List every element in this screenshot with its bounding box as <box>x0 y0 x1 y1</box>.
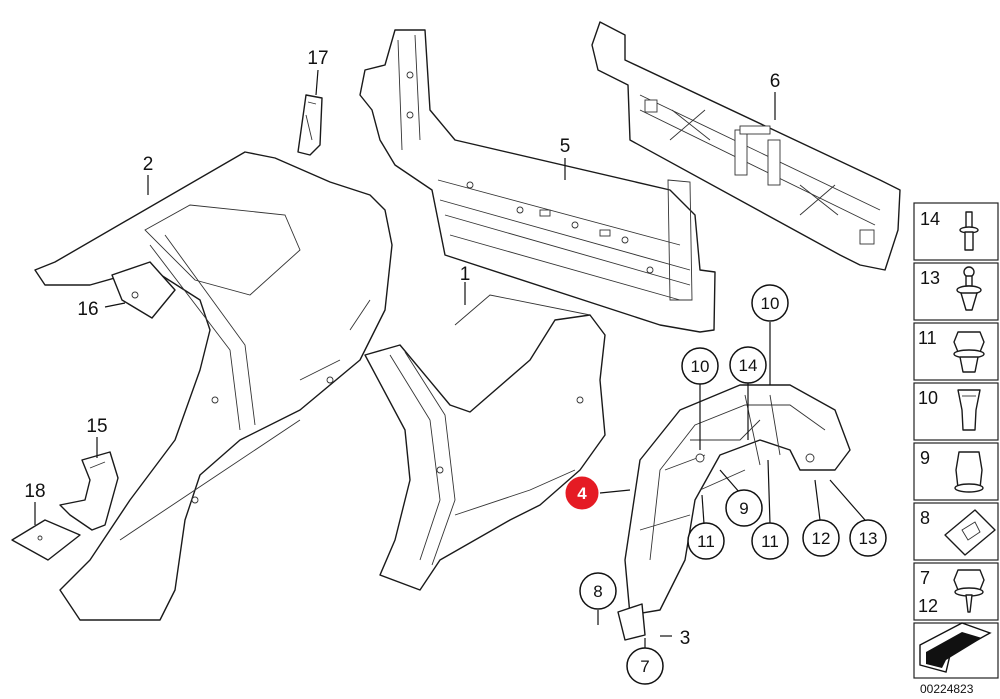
callout-8: 8 <box>579 572 617 610</box>
legend-item-10: 10 <box>913 382 999 441</box>
speed-nut-icon <box>944 509 996 556</box>
part-6-rear-panel <box>591 21 901 271</box>
svg-text:12: 12 <box>812 529 831 548</box>
label-6: 6 <box>770 71 781 92</box>
svg-text:10: 10 <box>691 357 710 376</box>
label-1: 1 <box>460 264 471 285</box>
callout-10b: 10 <box>681 347 719 385</box>
callout-14: 14 <box>729 346 767 384</box>
svg-text:10: 10 <box>761 294 780 313</box>
svg-text:9: 9 <box>739 499 748 518</box>
svg-text:12: 12 <box>918 596 938 616</box>
callouts: 10 10 14 9 11 11 12 13 <box>579 284 887 685</box>
svg-text:13: 13 <box>859 529 878 548</box>
direction-arrow-icon <box>919 622 992 673</box>
callout-10a: 10 <box>751 284 789 322</box>
expanding-nut-icon <box>953 331 985 373</box>
callout-11a: 11 <box>687 522 725 560</box>
push-clip-icon <box>956 266 982 311</box>
callout-12: 12 <box>802 519 840 557</box>
svg-text:9: 9 <box>920 448 930 468</box>
legend-item-7-12: 7 12 <box>913 562 999 621</box>
label-15: 15 <box>86 416 107 437</box>
legend-item-9: 9 <box>913 442 999 501</box>
svg-text:11: 11 <box>761 532 779 551</box>
part-2-side-panel <box>34 151 393 621</box>
legend-item-14: 14 <box>913 202 999 261</box>
svg-text:13: 13 <box>920 268 940 288</box>
hex-nut-icon <box>954 451 984 493</box>
label-2: 2 <box>143 154 154 175</box>
callout-9: 9 <box>725 489 763 527</box>
svg-text:8: 8 <box>593 582 602 601</box>
svg-text:8: 8 <box>920 508 930 528</box>
part-4-wheel-arch-liner <box>617 384 851 641</box>
clip-nut-icon <box>957 389 981 431</box>
legend-item-11: 11 <box>913 322 999 381</box>
legend-item-arrow <box>913 622 999 679</box>
svg-text:11: 11 <box>697 532 715 551</box>
part-1-inner-panel <box>364 294 606 591</box>
label-5: 5 <box>560 136 571 157</box>
svg-text:7: 7 <box>920 568 930 588</box>
label-17: 17 <box>307 48 328 69</box>
label-3: 3 <box>680 628 691 649</box>
rivet-icon <box>959 211 979 251</box>
svg-text:4: 4 <box>577 484 587 503</box>
svg-text:14: 14 <box>920 209 940 229</box>
part-labels: 1 2 3 5 6 15 16 17 18 <box>24 48 780 649</box>
part-15-bracket <box>59 451 119 531</box>
fastener-legend: 14 13 11 <box>913 202 999 696</box>
part-17-bracket <box>297 94 323 156</box>
screw-icon <box>953 569 985 613</box>
callout-13: 13 <box>849 519 887 557</box>
figure-id: 00224823 <box>920 682 974 696</box>
part-18-plate <box>11 519 81 561</box>
label-18: 18 <box>24 481 45 502</box>
label-16: 16 <box>77 299 98 320</box>
svg-text:11: 11 <box>918 328 937 348</box>
legend-item-13: 13 <box>913 262 999 321</box>
leader-lines <box>34 69 866 648</box>
part-5-side-member <box>359 29 716 333</box>
svg-text:7: 7 <box>640 657 649 676</box>
part-16-gusset <box>111 261 176 319</box>
callout-11b: 11 <box>751 522 789 560</box>
svg-text:10: 10 <box>918 388 938 408</box>
highlight-callout-4[interactable]: 4 <box>565 476 599 510</box>
callout-7: 7 <box>626 647 664 685</box>
svg-text:14: 14 <box>739 356 758 375</box>
legend-item-8: 8 <box>913 502 999 561</box>
